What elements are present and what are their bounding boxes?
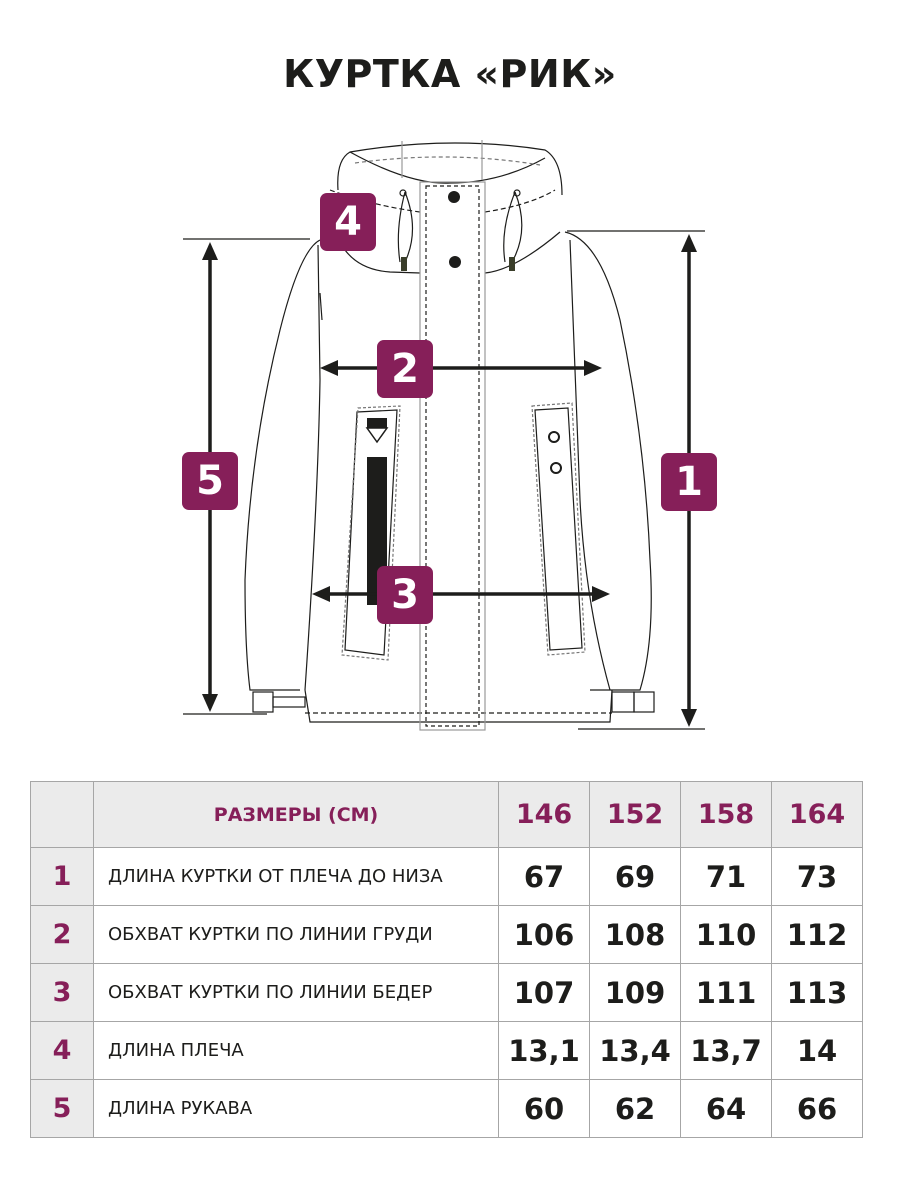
row-value: 13,4 bbox=[589, 1021, 681, 1080]
jacket-sketch-icon bbox=[183, 140, 705, 731]
table-row: 3 ОБХВАТ КУРТКИ ПО ЛИНИИ БЕДЕР 107 109 1… bbox=[30, 963, 863, 1022]
row-number: 3 bbox=[30, 963, 94, 1022]
header-size-152: 152 bbox=[589, 781, 681, 848]
header-empty-cell bbox=[30, 781, 94, 848]
row-label: ДЛИНА КУРТКИ ОТ ПЛЕЧА ДО НИЗА bbox=[93, 847, 499, 906]
row-number: 1 bbox=[30, 847, 94, 906]
row-value: 113 bbox=[771, 963, 863, 1022]
row-label: ДЛИНА ПЛЕЧА bbox=[93, 1021, 499, 1080]
header-size-146: 146 bbox=[498, 781, 590, 848]
row-value: 66 bbox=[771, 1079, 863, 1138]
row-value: 107 bbox=[498, 963, 590, 1022]
row-value: 69 bbox=[589, 847, 681, 906]
row-value: 60 bbox=[498, 1079, 590, 1138]
row-value: 13,7 bbox=[680, 1021, 772, 1080]
table-row: 1 ДЛИНА КУРТКИ ОТ ПЛЕЧА ДО НИЗА 67 69 71… bbox=[30, 847, 863, 906]
page-title: КУРТКА «РИК» bbox=[283, 52, 617, 96]
header-size-164: 164 bbox=[771, 781, 863, 848]
table-row: 2 ОБХВАТ КУРТКИ ПО ЛИНИИ ГРУДИ 106 108 1… bbox=[30, 905, 863, 964]
size-table: РАЗМЕРЫ (СМ) 146 152 158 164 1 ДЛИНА КУР… bbox=[30, 781, 863, 1138]
row-label: ОБХВАТ КУРТКИ ПО ЛИНИИ ГРУДИ bbox=[93, 905, 499, 964]
row-value: 108 bbox=[589, 905, 681, 964]
row-value: 71 bbox=[680, 847, 772, 906]
row-number: 5 bbox=[30, 1079, 94, 1138]
row-value: 62 bbox=[589, 1079, 681, 1138]
row-value: 106 bbox=[498, 905, 590, 964]
jacket-diagram: 4 2 5 1 3 bbox=[0, 130, 900, 750]
row-value: 13,1 bbox=[498, 1021, 590, 1080]
row-value: 109 bbox=[589, 963, 681, 1022]
row-label: ДЛИНА РУКАВА bbox=[93, 1079, 499, 1138]
row-value: 112 bbox=[771, 905, 863, 964]
badge-2: 2 bbox=[377, 340, 433, 398]
table-row: 5 ДЛИНА РУКАВА 60 62 64 66 bbox=[30, 1079, 863, 1138]
row-value: 64 bbox=[680, 1079, 772, 1138]
row-value: 73 bbox=[771, 847, 863, 906]
header-sizes-label: РАЗМЕРЫ (СМ) bbox=[93, 781, 499, 848]
badge-4: 4 bbox=[320, 193, 376, 251]
row-value: 111 bbox=[680, 963, 772, 1022]
row-value: 110 bbox=[680, 905, 772, 964]
row-number: 4 bbox=[30, 1021, 94, 1080]
row-label: ОБХВАТ КУРТКИ ПО ЛИНИИ БЕДЕР bbox=[93, 963, 499, 1022]
header-size-158: 158 bbox=[680, 781, 772, 848]
row-number: 2 bbox=[30, 905, 94, 964]
row-value: 67 bbox=[498, 847, 590, 906]
table-row: 4 ДЛИНА ПЛЕЧА 13,1 13,4 13,7 14 bbox=[30, 1021, 863, 1080]
table-header-row: РАЗМЕРЫ (СМ) 146 152 158 164 bbox=[30, 781, 863, 848]
badge-5: 5 bbox=[182, 452, 238, 510]
badge-1: 1 bbox=[661, 453, 717, 511]
row-value: 14 bbox=[771, 1021, 863, 1080]
badge-3: 3 bbox=[377, 566, 433, 624]
